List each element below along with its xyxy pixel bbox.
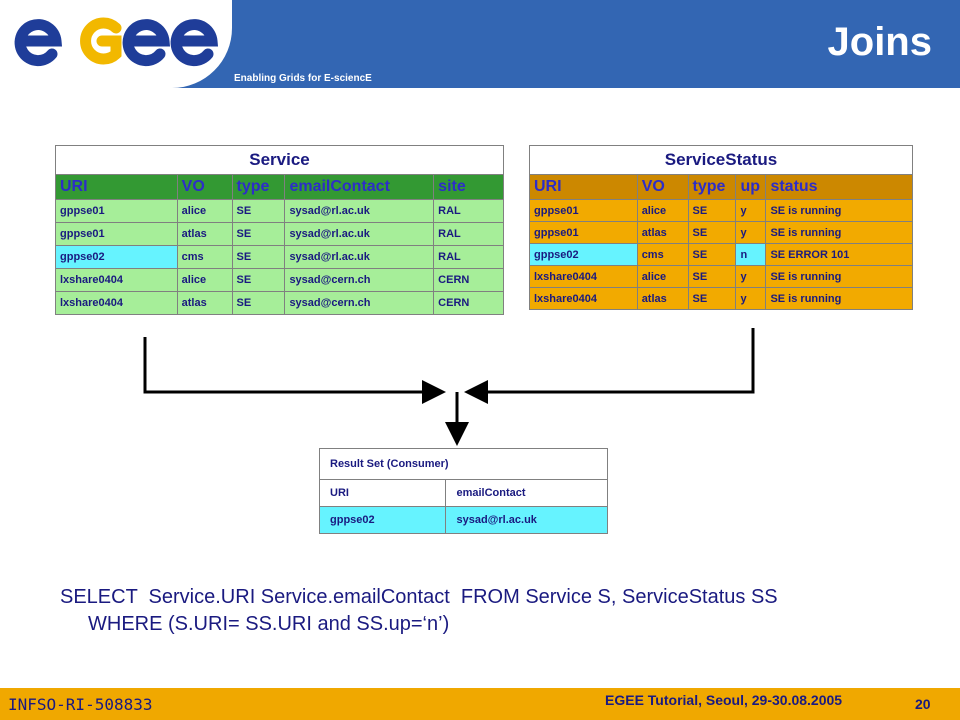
table-cell: y xyxy=(735,265,767,288)
egee-logo xyxy=(14,17,219,67)
table-cell: alice xyxy=(636,199,689,222)
right-arrow xyxy=(464,328,755,404)
left-arrow xyxy=(143,337,446,404)
table-cell: y xyxy=(735,287,767,310)
table-cell: gppse01 xyxy=(55,222,178,246)
table-row: gppse01 atlas SE y SE is running xyxy=(529,221,913,244)
table-cell: atlas xyxy=(636,221,689,244)
column-header: VO xyxy=(636,174,689,200)
table-cell: lxshare0404 xyxy=(55,291,178,315)
column-header: URI xyxy=(529,174,638,200)
table-cell: RAL xyxy=(433,245,504,269)
table-cell: y xyxy=(735,221,767,244)
logo-plate xyxy=(0,0,232,88)
table-cell: SE xyxy=(231,199,286,223)
status-header-row: URI VO type up status xyxy=(529,174,913,200)
table-cell: SE is running xyxy=(765,199,913,222)
tagline: Enabling Grids for E-sciencE xyxy=(234,73,372,84)
table-cell-highlight: gppse02 xyxy=(55,245,178,269)
table-row: gppse02 sysad@rl.ac.uk xyxy=(318,506,608,534)
service-table: Service URI VO type emailContact site gp… xyxy=(55,145,504,315)
column-header: status xyxy=(765,174,913,200)
table-cell: atlas xyxy=(636,287,689,310)
table-cell-highlight: gppse02 xyxy=(318,506,447,534)
column-header: type xyxy=(687,174,737,200)
table-cell: SE xyxy=(231,222,286,246)
table-cell: sysad@rl.ac.uk xyxy=(284,222,435,246)
table-cell: SE xyxy=(231,291,286,315)
column-header: up xyxy=(735,174,767,200)
table-row: gppse01 alice SE sysad@rl.ac.uk RAL xyxy=(55,199,504,223)
column-header: site xyxy=(433,174,504,200)
project-id: INFSO-RI-508833 xyxy=(8,695,153,714)
table-cell: alice xyxy=(176,268,233,292)
table-row: gppse02 cms SE sysad@rl.ac.uk RAL xyxy=(55,245,504,269)
table-cell: SE is running xyxy=(765,265,913,288)
table-cell: CERN xyxy=(433,268,504,292)
table-cell-highlight: n xyxy=(735,243,767,266)
table-cell: SE xyxy=(687,287,737,310)
table-cell: CERN xyxy=(433,291,504,315)
page-number: 20 xyxy=(915,696,931,712)
sql-query-line-2: WHERE (S.URI= SS.URI and SS.up=‘n’) xyxy=(88,613,450,635)
table-cell: alice xyxy=(176,199,233,223)
service-status-table-caption: ServiceStatus xyxy=(529,145,913,174)
service-status-table: ServiceStatus URI VO type up status gpps… xyxy=(529,145,913,310)
slide-header: Enabling Grids for E-sciencE Joins xyxy=(0,0,960,88)
sql-query: SELECT Service.URI Service.emailContact … xyxy=(60,584,940,638)
table-cell: SE ERROR 101 xyxy=(765,243,913,266)
table-cell: RAL xyxy=(433,222,504,246)
table-cell: gppse01 xyxy=(55,199,178,223)
table-cell: SE is running xyxy=(765,287,913,310)
table-cell: sysad@cern.ch xyxy=(284,291,435,315)
table-cell: sysad@rl.ac.uk xyxy=(284,199,435,223)
table-cell: gppse01 xyxy=(529,199,638,222)
table-cell: y xyxy=(735,199,767,222)
table-cell: lxshare0404 xyxy=(529,265,638,288)
column-header: URI xyxy=(318,479,447,507)
table-cell-highlight: sysad@rl.ac.uk xyxy=(445,506,608,534)
table-cell: SE is running xyxy=(765,221,913,244)
table-cell: SE xyxy=(687,199,737,222)
table-cell: lxshare0404 xyxy=(55,268,178,292)
service-table-caption: Service xyxy=(55,145,504,174)
table-row: gppse01 atlas SE sysad@rl.ac.uk RAL xyxy=(55,222,504,246)
table-cell: cms xyxy=(176,245,233,269)
result-header-row: URI emailContact xyxy=(318,479,608,507)
result-set-table: Result Set (Consumer) URI emailContact g… xyxy=(318,448,608,534)
table-cell: sysad@rl.ac.uk xyxy=(284,245,435,269)
column-header: VO xyxy=(176,174,233,200)
column-header: emailContact xyxy=(284,174,435,200)
table-cell: RAL xyxy=(433,199,504,223)
column-header: emailContact xyxy=(445,479,608,507)
table-row: lxshare0404 alice SE sysad@cern.ch CERN xyxy=(55,268,504,292)
sql-query-line-1: SELECT Service.URI Service.emailContact … xyxy=(60,586,778,608)
table-cell: lxshare0404 xyxy=(529,287,638,310)
table-row: gppse01 alice SE y SE is running xyxy=(529,199,913,222)
slide-footer: INFSO-RI-508833 EGEE Tutorial, Seoul, 29… xyxy=(0,688,960,720)
table-cell: atlas xyxy=(176,291,233,315)
table-row: lxshare0404 alice SE y SE is running xyxy=(529,265,913,288)
slide-title: Joins xyxy=(827,20,932,64)
event-name: EGEE Tutorial, Seoul, 29-30.08.2005 xyxy=(605,692,843,708)
table-row: lxshare0404 atlas SE y SE is running xyxy=(529,287,913,310)
table-row: lxshare0404 atlas SE sysad@cern.ch CERN xyxy=(55,291,504,315)
result-set-caption: Result Set (Consumer) xyxy=(319,448,608,479)
table-cell: gppse01 xyxy=(529,221,638,244)
table-cell: alice xyxy=(636,265,689,288)
table-cell: SE xyxy=(687,221,737,244)
